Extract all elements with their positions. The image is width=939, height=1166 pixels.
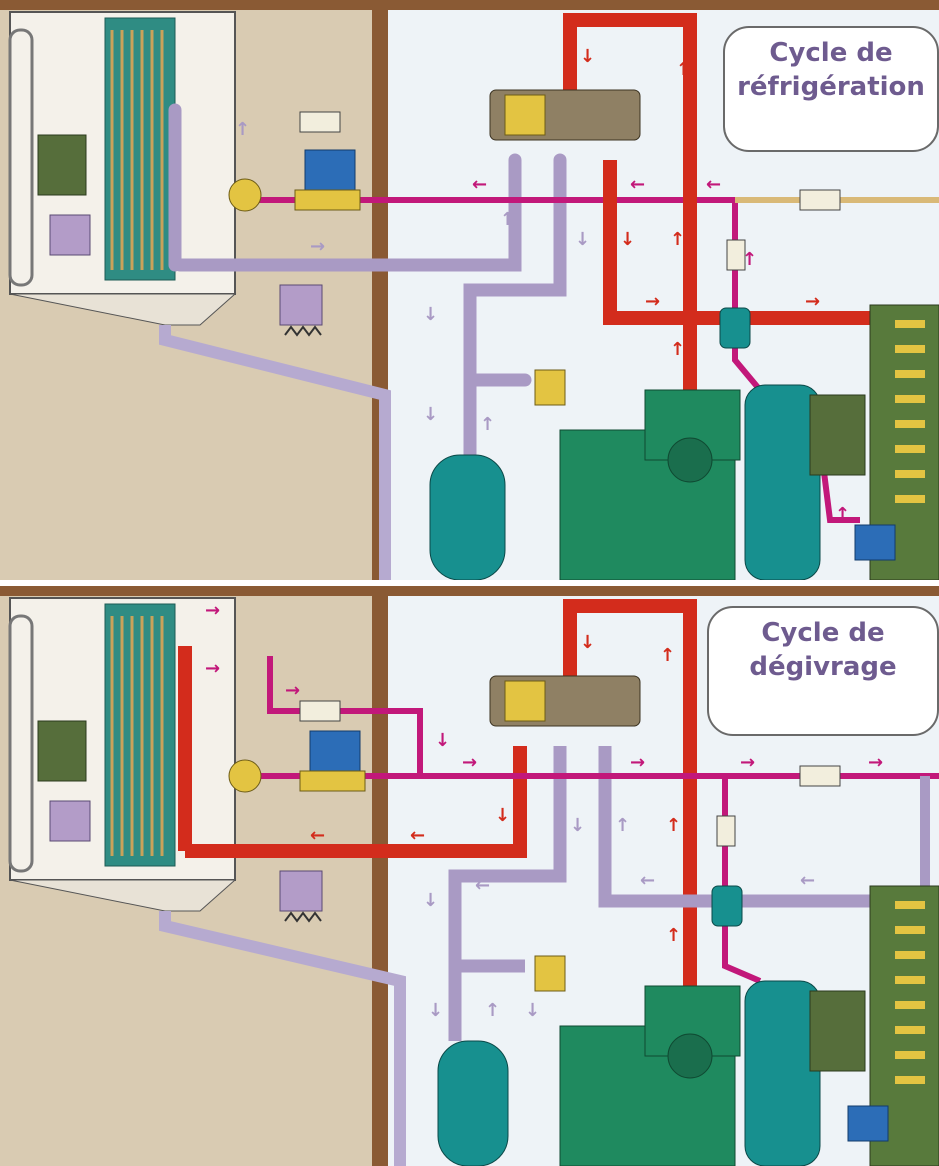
solenoid-valve-coil [310,731,360,771]
evaporator-control-box [50,215,90,255]
check-valve-liquid [800,766,840,786]
cycle-title-box: Cycle de dégivrage [707,606,939,736]
svg-text:↑: ↑ [666,925,681,946]
cycle-title-line-2: réfrigération [725,70,937,104]
svg-text:→: → [630,752,645,773]
top-wall-strip [0,0,939,10]
svg-text:↓: ↓ [570,815,585,836]
suction-accumulator [438,1041,508,1166]
svg-text:↑: ↑ [500,209,515,230]
svg-text:↑: ↑ [485,1000,500,1021]
fan-motor [38,721,86,781]
svg-text:↑: ↑ [676,59,691,80]
compressor-flywheel [668,438,712,482]
svg-text:↑: ↑ [835,504,850,525]
evaporator-coil [105,604,175,866]
svg-text:←: ← [475,875,490,896]
cycle-title-line-2: dégivrage [709,650,937,684]
insulated-wall [372,586,388,1166]
cycle-title-line-1: Cycle de [725,36,937,70]
liquid-solenoid-coil [855,525,895,560]
panel-separator [0,580,939,586]
expansion-valve [229,179,261,211]
check-valve-top [300,701,340,721]
expansion-valve [229,760,261,792]
oil-separator-valve [535,370,565,405]
svg-text:↑: ↑ [615,815,630,836]
svg-text:↓: ↓ [575,229,590,250]
svg-text:↑: ↑ [235,119,250,140]
filter-drier [720,308,750,348]
svg-text:→: → [805,291,820,312]
evaporator-control-box [50,801,90,841]
svg-text:→: → [740,752,755,773]
svg-text:↑: ↑ [742,249,757,270]
svg-text:←: ← [706,174,721,195]
svg-text:↓: ↓ [435,730,450,751]
reversing-valve-solenoid [505,95,545,135]
thermostat-control-box [280,871,322,911]
svg-text:↑: ↑ [670,229,685,250]
liquid-solenoid-coil [848,1106,888,1141]
svg-text:→: → [868,752,883,773]
condenser-motor [810,991,865,1071]
svg-text:←: ← [630,174,645,195]
svg-text:←: ← [472,174,487,195]
top-wall-strip [0,586,939,596]
compressor-flywheel [668,1034,712,1078]
svg-text:↓: ↓ [423,404,438,425]
fan-motor [38,135,86,195]
svg-text:↓: ↓ [423,304,438,325]
check-valve-liquid [800,190,840,210]
filter-drier [712,886,742,926]
liquid-receiver [745,981,820,1166]
check-valve-top [300,112,340,132]
check-valve-bypass [717,816,735,846]
svg-text:↓: ↓ [525,1000,540,1021]
thermostat-control-box [280,285,322,325]
solenoid-valve-body [300,771,365,791]
svg-text:↓: ↓ [428,1000,443,1021]
svg-text:↓: ↓ [495,805,510,826]
svg-text:↓: ↓ [423,890,438,911]
liquid-receiver [745,385,820,580]
cycle-title-line-1: Cycle de [709,616,937,650]
svg-text:↑: ↑ [670,339,685,360]
svg-text:↑: ↑ [666,815,681,836]
solenoid-valve-coil [305,150,355,190]
svg-text:↑: ↑ [480,414,495,435]
reversing-valve-solenoid [505,681,545,721]
svg-text:→: → [645,291,660,312]
svg-text:↓: ↓ [620,229,635,250]
svg-text:↓: ↓ [580,632,595,653]
svg-text:↑: ↑ [660,645,675,666]
cycle-title-box: Cycle de réfrigération [723,26,939,152]
suction-accumulator [430,455,505,580]
oil-separator-valve [535,956,565,991]
svg-text:→: → [205,658,220,679]
condenser-motor [810,395,865,475]
svg-text:→: → [462,752,477,773]
svg-text:→: → [310,236,325,257]
evaporator-coil [105,18,175,280]
svg-text:→: → [205,600,220,621]
solenoid-valve-body [295,190,360,210]
svg-text:↓: ↓ [580,46,595,67]
svg-text:←: ← [310,825,325,846]
svg-text:←: ← [800,870,815,891]
svg-text:←: ← [640,870,655,891]
svg-text:←: ← [410,825,425,846]
refrigeration-cycle-panel: ← ← ← → → ↓ ↑ ↓ ↑ ↑ → ↑ ↓ ↑ ↓ ↓ ↑ ↑ ↑ [0,0,939,580]
svg-text:→: → [285,680,300,701]
defrost-cycle-panel: → → → ↓ → → → → ↓ ↑ ↓ ↑ ↑ ← ← ↓ ↑ ← ← ← [0,586,939,1166]
